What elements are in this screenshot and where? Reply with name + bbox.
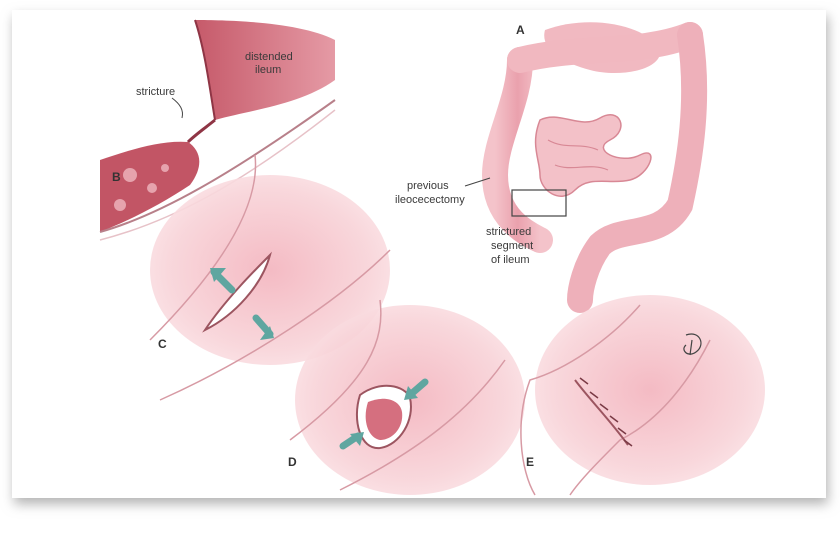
bowel-loop-lines <box>547 139 609 171</box>
tube-d-outline <box>289 299 506 491</box>
arrowhead-d-bottom <box>350 432 364 446</box>
panel-b: distended ileum stricture B <box>99 19 336 241</box>
panel-letter-b: B <box>112 170 121 184</box>
label-ileum: ileum <box>255 64 281 76</box>
label-strictured: strictured <box>486 226 531 238</box>
ascending-colon <box>481 47 553 253</box>
arrowhead-c-top <box>210 268 226 282</box>
ileum-wall-line <box>194 19 216 121</box>
panel-c: C <box>149 154 391 401</box>
label-previous: previous <box>407 180 449 192</box>
panel-letter-a: A <box>516 23 525 37</box>
tube-c-outline <box>149 154 391 401</box>
mucosa-spot <box>123 168 137 182</box>
mucosa-spot <box>161 164 169 172</box>
panel-a: previous ileocecectomy strictured segmen… <box>395 22 708 313</box>
bowel-outer-line <box>99 99 336 233</box>
panel-e-glow <box>535 295 765 485</box>
transverse-colon <box>507 22 703 73</box>
suture-stitches <box>579 377 633 447</box>
strictured-segment-box <box>511 189 567 217</box>
descending-colon <box>567 22 708 313</box>
distended-ileum-shape <box>195 20 335 120</box>
label-of-ileum: of ileum <box>491 254 530 266</box>
stricture-pointer-arrow <box>171 97 183 119</box>
stricture-narrowing <box>186 118 216 144</box>
opening-mucosa <box>365 398 403 440</box>
panel-c-glow <box>150 175 390 365</box>
panel-d: D <box>288 299 525 495</box>
small-bowel-loops <box>534 114 652 197</box>
arrowhead-c-bottom <box>260 326 274 340</box>
label-stricture: stricture <box>136 86 175 98</box>
mucosa-spot <box>114 199 126 211</box>
label-distended: distended <box>245 51 293 63</box>
longitudinal-incision <box>202 251 272 333</box>
panel-letter-c: C <box>158 337 167 351</box>
signature-mark <box>683 333 702 356</box>
panel-letter-d: D <box>288 455 297 469</box>
label-ileocecectomy: ileocecectomy <box>395 194 465 206</box>
panel-e: E <box>520 295 765 496</box>
panel-letter-e: E <box>526 455 534 469</box>
arrowhead-d-top <box>404 386 418 400</box>
mucosa-spot <box>147 183 157 193</box>
previous-pointer-line <box>464 177 491 187</box>
label-segment: segment <box>491 240 533 252</box>
tube-e-outline <box>520 304 711 496</box>
suture-line <box>574 379 629 446</box>
